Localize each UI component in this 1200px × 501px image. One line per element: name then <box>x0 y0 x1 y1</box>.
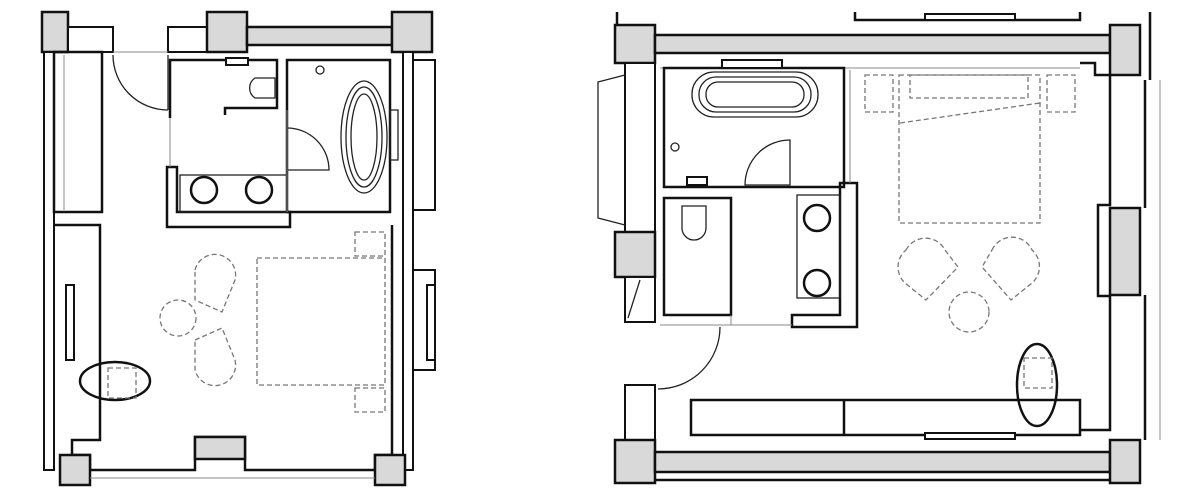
bed <box>256 257 386 386</box>
bathtub-inner <box>698 76 812 113</box>
bathroom-left <box>165 57 399 229</box>
wall-segment <box>624 276 656 323</box>
furniture-right <box>864 74 1076 428</box>
column <box>373 453 407 487</box>
armchair <box>194 253 237 313</box>
armchair <box>897 237 959 301</box>
room-outline-right <box>1080 61 1112 432</box>
nightstand <box>354 231 386 257</box>
room-outline <box>54 223 394 472</box>
nightstand <box>1046 74 1076 113</box>
bathroom-right <box>660 59 859 329</box>
bathtub-basin <box>705 81 805 108</box>
shower-head-icon <box>670 142 680 152</box>
bathtub-basin <box>350 93 378 181</box>
armchair <box>981 236 1041 301</box>
column <box>58 453 92 487</box>
adjacent-wall <box>412 59 436 211</box>
desk-table <box>1015 342 1059 428</box>
column <box>40 10 70 54</box>
sink-icon <box>244 175 274 205</box>
exterior-walls <box>40 10 436 487</box>
wc-room <box>662 196 733 317</box>
wall-segment <box>167 26 208 53</box>
wall-segment <box>67 26 114 53</box>
sink-icon <box>802 203 832 233</box>
wall-band <box>653 450 1112 474</box>
toilet-icon <box>249 77 276 99</box>
bathtub-inner <box>345 86 383 188</box>
door-swing <box>112 54 169 111</box>
wall-segment <box>624 384 656 441</box>
radiator <box>924 13 1016 21</box>
armchair <box>194 327 237 387</box>
desk-chair <box>107 367 137 399</box>
wall-band <box>245 25 394 47</box>
toilet-tank <box>225 57 249 66</box>
radiator <box>426 284 436 361</box>
column <box>613 23 657 65</box>
column <box>613 230 657 279</box>
column <box>613 438 657 485</box>
sink-icon <box>802 268 832 298</box>
bed-cover-fold <box>899 102 1041 124</box>
vanity-counter <box>796 194 841 299</box>
desk-table <box>78 360 152 402</box>
pillows <box>909 74 1029 99</box>
window-bay-wall <box>624 62 656 234</box>
column <box>193 435 247 461</box>
tub-room <box>285 58 392 214</box>
exterior-walls <box>597 12 1161 485</box>
vanity-wall <box>790 181 859 329</box>
side-table <box>159 299 197 337</box>
door-swing <box>286 127 330 171</box>
closet <box>52 50 104 214</box>
shower-head-icon <box>315 65 325 75</box>
wc-room <box>168 58 279 118</box>
radiator <box>65 284 75 361</box>
nightstand <box>354 387 386 413</box>
vanity-wall <box>165 165 292 229</box>
wall-band <box>653 33 1112 55</box>
door-swing <box>657 326 721 390</box>
nightstand <box>864 74 894 113</box>
column <box>1108 206 1142 297</box>
floor-plan-right <box>597 12 1161 485</box>
door-swing <box>744 139 791 186</box>
cabinet-bench <box>689 398 1082 437</box>
floor-plan-left <box>40 10 436 487</box>
fixture <box>686 176 708 186</box>
side-table <box>948 291 990 333</box>
tub-ledge <box>389 109 399 161</box>
sink-icon <box>189 175 219 205</box>
window-wall-left <box>43 51 55 471</box>
column <box>1108 23 1142 77</box>
column <box>1108 438 1142 485</box>
bathtub-icon <box>340 80 388 194</box>
furniture-left <box>78 231 386 413</box>
radiator <box>924 432 1016 440</box>
window-wall-right <box>402 51 414 471</box>
bed <box>898 74 1041 224</box>
desk-chair <box>1023 357 1053 389</box>
column <box>205 10 249 54</box>
bathtub-icon <box>691 71 819 118</box>
column <box>390 10 434 54</box>
wall-hatch <box>627 279 641 319</box>
bay-window <box>597 74 626 226</box>
toilet-icon <box>681 205 707 241</box>
tub-ledge <box>721 59 783 69</box>
